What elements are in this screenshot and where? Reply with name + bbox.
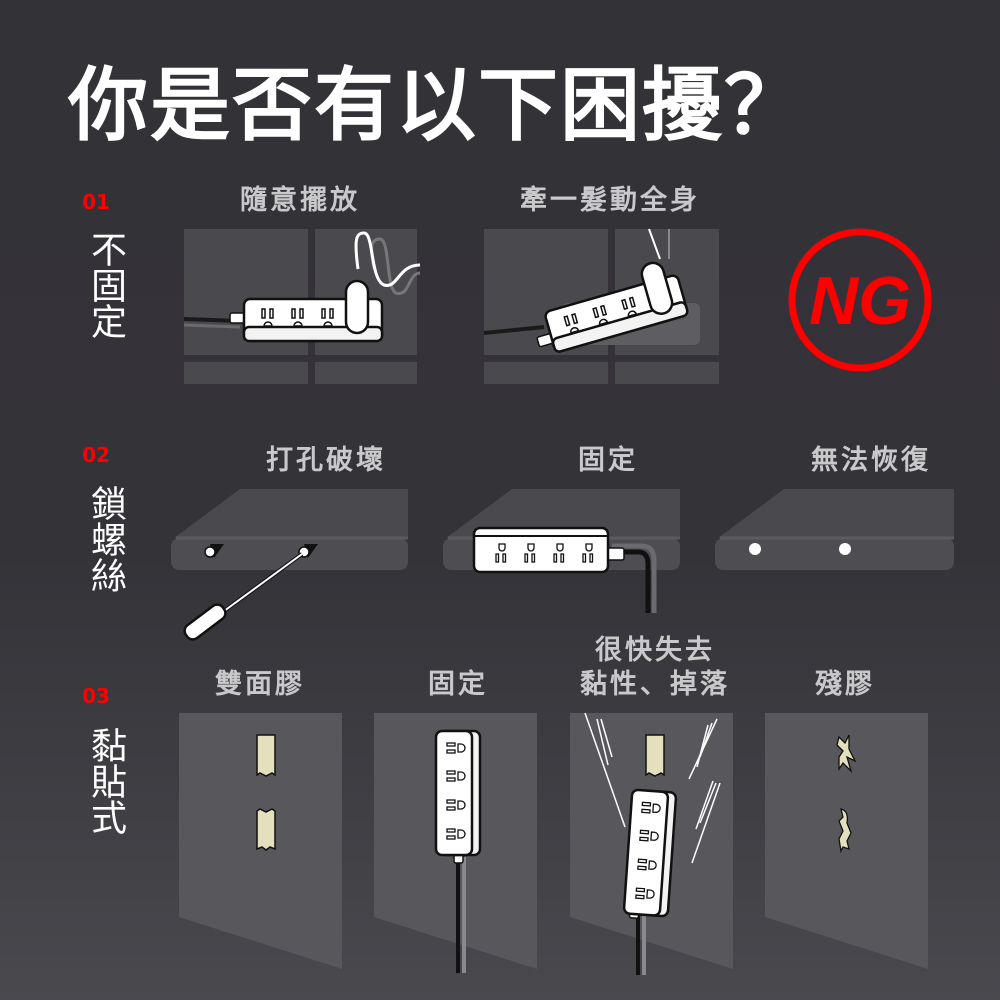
section-label-02: 鎖螺絲	[85, 485, 126, 593]
ng-icon: NG	[788, 228, 932, 372]
caption-residue: 殘膠	[815, 669, 875, 700]
section-label-03: 黏貼式	[85, 727, 126, 835]
section-label-01: 不固定	[85, 231, 126, 339]
caption-loses-stickiness-line2: 黏性、掉落	[580, 669, 730, 700]
caption-fixed: 固定	[578, 445, 638, 476]
caption-loses-stickiness-line1: 很快失去	[595, 635, 715, 666]
illustration-pulled-power-strip	[483, 228, 719, 384]
svg-text:NG: NG	[809, 263, 911, 339]
section-number-02: 02	[82, 443, 110, 467]
section-number-03: 03	[82, 684, 110, 708]
page-title: 你是否有以下困擾？	[68, 59, 806, 152]
caption-drilling-damage: 打孔破壞	[266, 445, 386, 476]
illustration-wall-strip-falling	[570, 712, 733, 975]
illustration-loose-power-strip	[183, 229, 421, 384]
illustration-desk-holes	[715, 489, 954, 570]
illustration-desk-mounted-strip	[443, 489, 680, 613]
illustration-wall-residue	[765, 713, 928, 969]
illustration-wall-strip-fixed	[374, 713, 537, 973]
caption-irreversible: 無法恢復	[811, 445, 931, 476]
illustration-desk-drilling	[171, 489, 408, 641]
section-number-01: 01	[82, 190, 110, 214]
caption-double-sided-tape: 雙面膠	[215, 669, 305, 700]
caption-random-placement: 隨意擺放	[240, 185, 360, 216]
illustration-wall-tape	[179, 713, 342, 969]
caption-pull-one-moves-all: 牽一髮動全身	[520, 185, 700, 216]
caption-fixed-tape: 固定	[428, 669, 488, 700]
